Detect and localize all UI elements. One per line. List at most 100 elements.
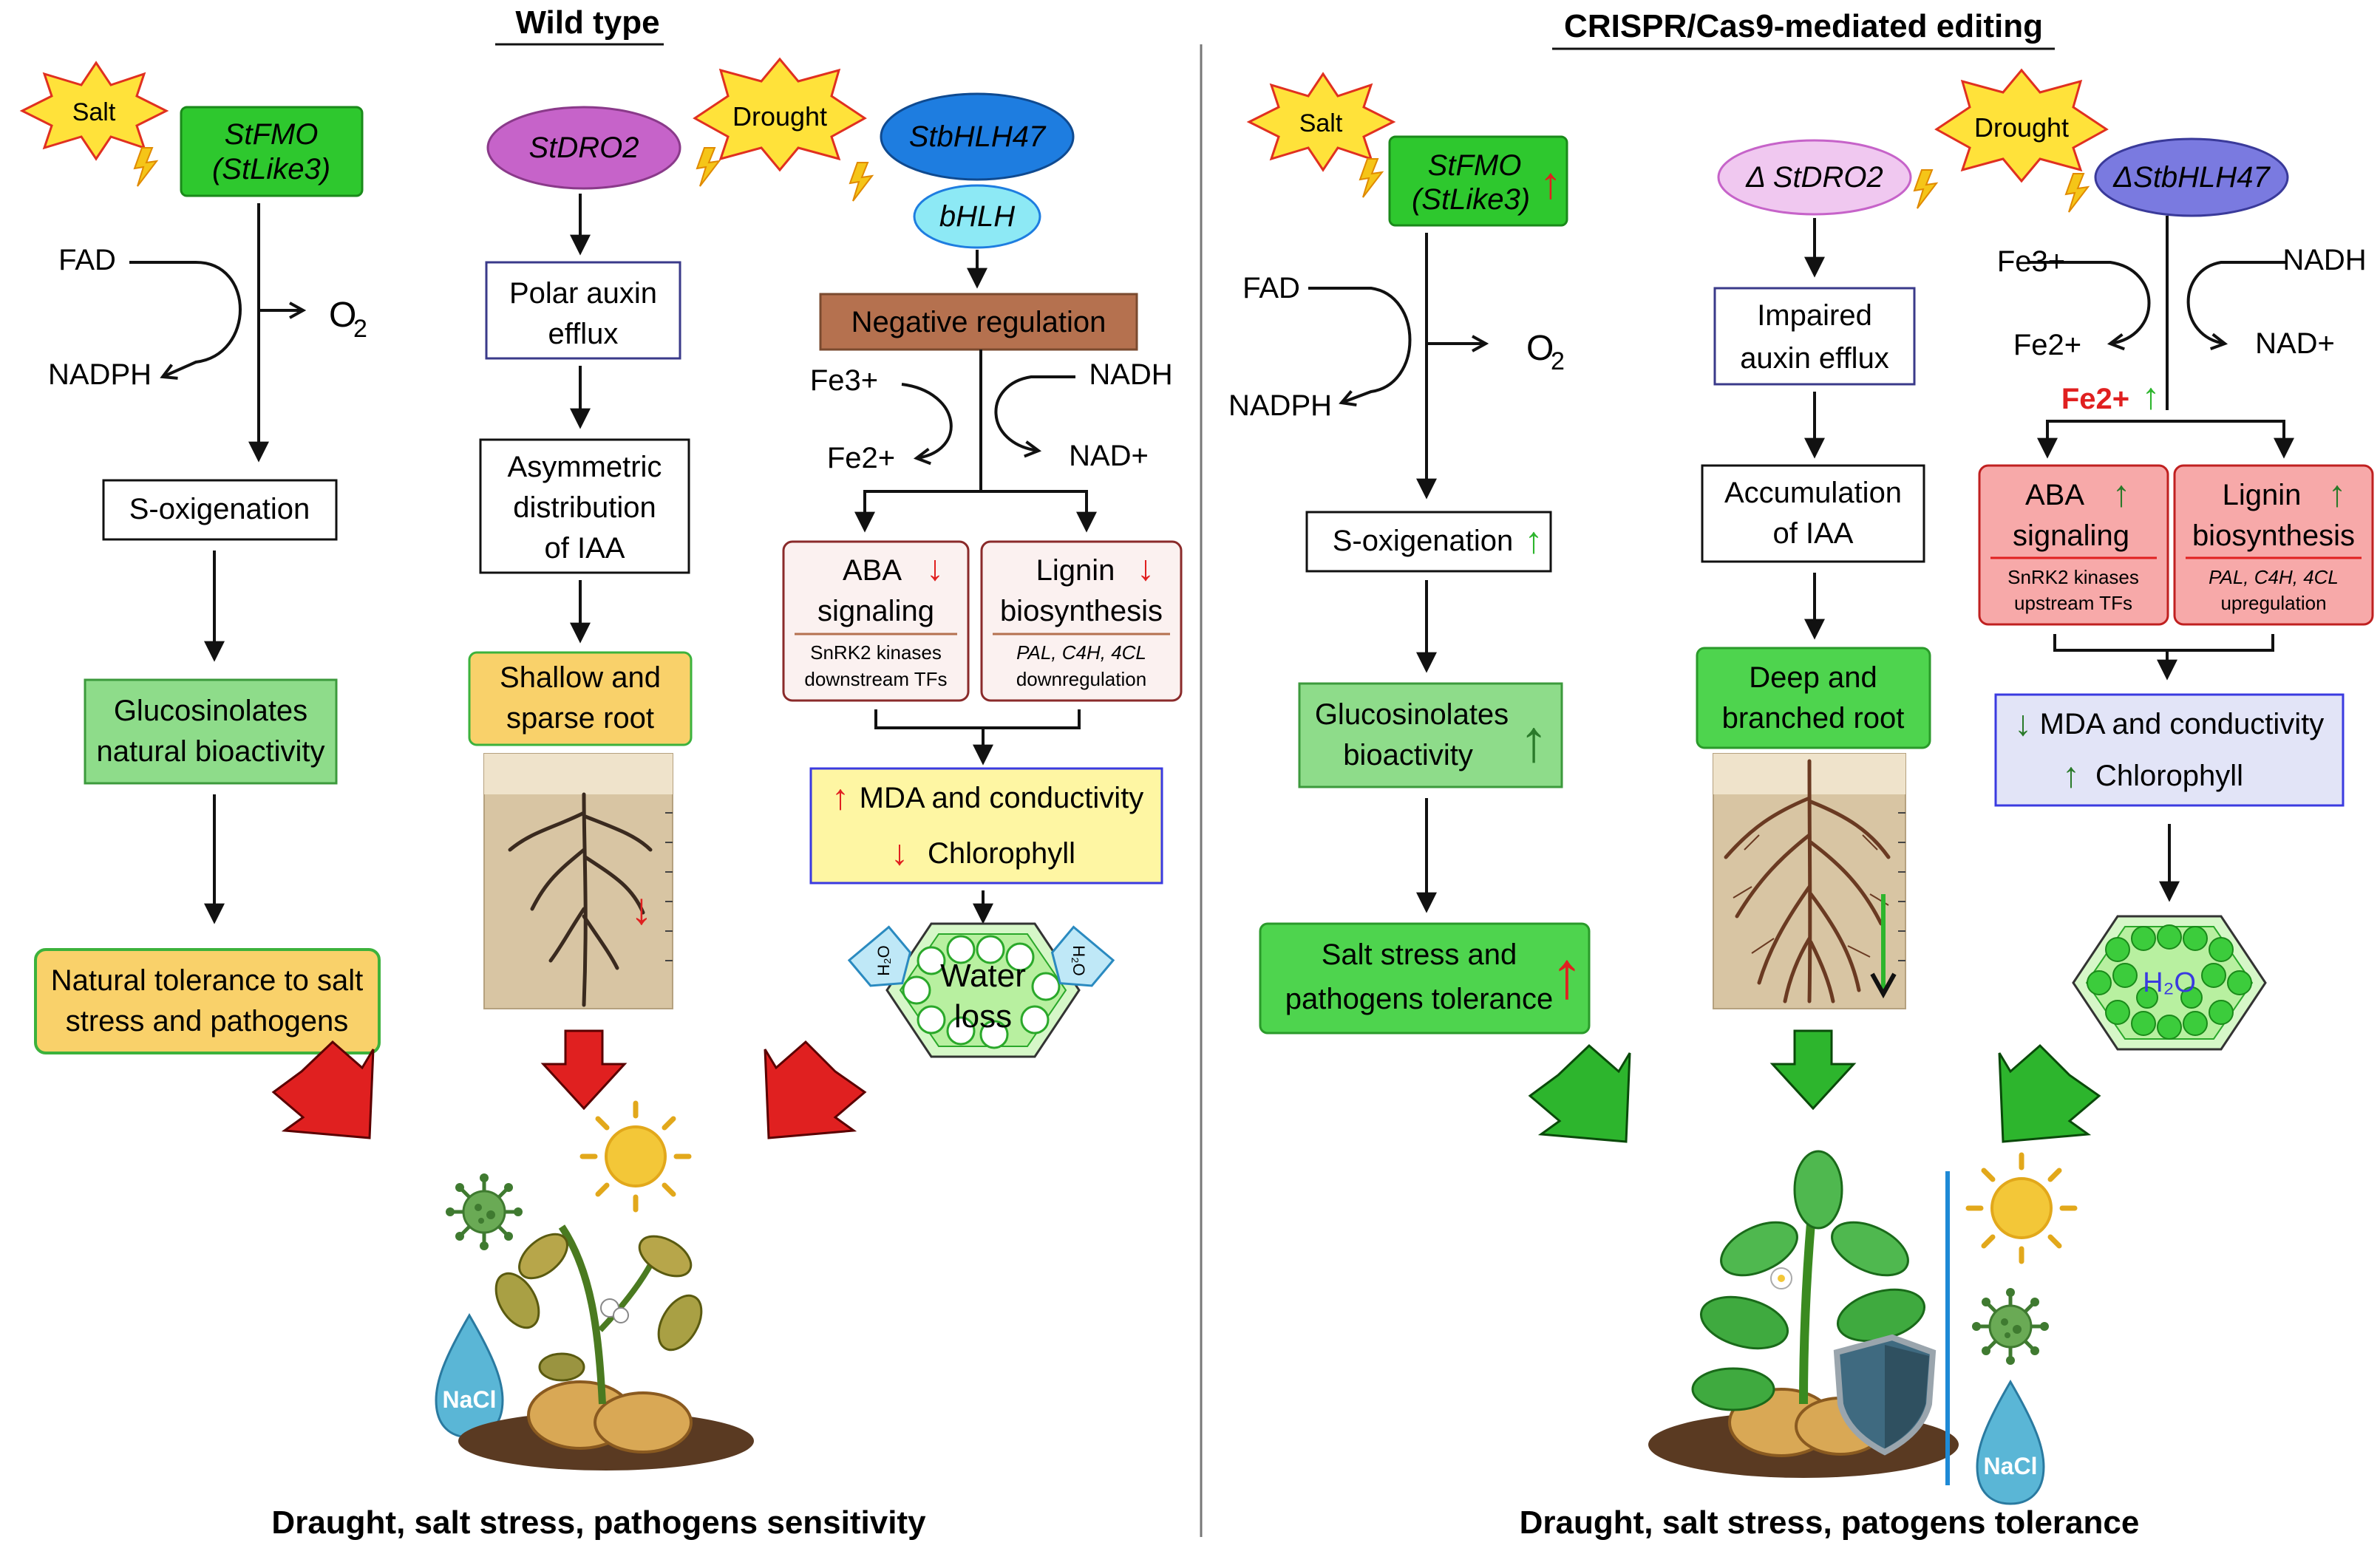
- svg-text:natural bioactivity: natural bioactivity: [96, 735, 324, 768]
- svg-text:PAL, C4H, 4CL: PAL, C4H, 4CL: [2209, 566, 2339, 588]
- sun-icon: [1968, 1155, 2075, 1261]
- ko-o2-label: O: [1526, 329, 1554, 368]
- wt-asymmetric: Asymmetric: [508, 451, 662, 483]
- ko-title: CRISPR/Cas9-mediated editing: [1564, 8, 2043, 44]
- wt-salt-burst: Salt: [19, 61, 169, 161]
- ko-aba-label: ABA: [2025, 479, 2084, 511]
- ko-salt-burst: Salt: [1246, 72, 1396, 172]
- svg-text:downregulation: downregulation: [1016, 668, 1146, 690]
- wt-water-label: Water: [940, 958, 1026, 994]
- virus-icon: [1972, 1288, 2049, 1365]
- svg-text:pathogens tolerance: pathogens tolerance: [1285, 983, 1554, 1015]
- ko-mda-label: MDA and conductivity: [2040, 708, 2325, 740]
- wt-natural-tolerance: Natural tolerance to salt: [51, 964, 363, 997]
- svg-text:bioactivity: bioactivity: [1343, 739, 1473, 771]
- ko-stbhlh47-label: ΔStbHLH47: [2112, 161, 2271, 194]
- ko-drought-label: Drought: [1974, 112, 2069, 143]
- svg-text:2: 2: [1551, 347, 1565, 375]
- ko-nacl-drop: NaCl: [1976, 1380, 2045, 1505]
- wt-nad-label: NAD+: [1069, 440, 1149, 472]
- ko-tolerance-label: Salt stress and: [1322, 938, 1517, 971]
- wt-stlike3-label: (StLike3): [212, 153, 330, 185]
- wt-mda-label: MDA and conductivity: [860, 782, 1144, 814]
- ko-healthy-cell: H₂O: [2072, 915, 2267, 1051]
- ko-drought-burst: Drought: [1934, 68, 2109, 183]
- ko-fad-label: FAD: [1242, 272, 1300, 304]
- svg-text:of IAA: of IAA: [545, 532, 625, 565]
- ko-green-arrow-center: [1769, 1029, 1857, 1111]
- lightning-icon: [1914, 169, 1937, 209]
- svg-text:↑: ↑: [2142, 375, 2160, 417]
- ko-root-image: [1713, 753, 1906, 1009]
- ko-fe2-up-label: Fe2+: [2061, 383, 2129, 415]
- ko-nad-label: NAD+: [2255, 327, 2335, 360]
- ko-deep-root: Deep and: [1749, 661, 1877, 694]
- ko-s-oxigenation: S-oxigenation: [1333, 525, 1514, 557]
- ko-nacl-label: NaCl: [1984, 1453, 2038, 1479]
- wt-red-arrow-right: [764, 1040, 867, 1139]
- svg-text:↓: ↓: [1137, 549, 1155, 588]
- ko-nadh-label: NADH: [2282, 244, 2366, 276]
- wt-bhlh-domain: bHLH: [939, 200, 1015, 233]
- wt-shallow-root: Shallow and: [500, 661, 661, 694]
- wt-drought-label: Drought: [732, 101, 827, 132]
- lightning-icon: [849, 162, 873, 202]
- ko-fe3-label: Fe3+: [1997, 245, 2065, 278]
- wt-stdro2-label: StDRO2: [529, 132, 639, 164]
- wt-stfmo-label: StFMO: [225, 118, 319, 151]
- ko-stdro2-label: Δ StDRO2: [1745, 161, 1883, 194]
- wt-stbhlh47-label: StbHLH47: [909, 120, 1047, 153]
- svg-text:↑: ↑: [832, 778, 849, 817]
- wt-red-arrow-center: [540, 1029, 628, 1111]
- wt-title: Wild type: [515, 4, 659, 41]
- svg-text:biosynthesis: biosynthesis: [1000, 595, 1163, 627]
- sun-icon: [582, 1103, 689, 1210]
- wt-nacl-drop: NaCl: [435, 1313, 504, 1439]
- wt-fad-label: FAD: [58, 244, 116, 276]
- ko-lignin-label: Lignin: [2223, 479, 2302, 511]
- wt-glucosinolates: Glucosinolates: [114, 695, 307, 727]
- svg-text:↑: ↑: [2062, 756, 2080, 795]
- ko-nadph-label: NADPH: [1228, 389, 1332, 422]
- svg-text:downstream TFs: downstream TFs: [804, 668, 947, 690]
- svg-text:↑: ↑: [1525, 519, 1543, 561]
- wt-red-arrow-left: [271, 1040, 375, 1139]
- ko-green-arrow-right: [1998, 1043, 2101, 1143]
- svg-text:↓: ↓: [891, 834, 908, 873]
- wt-salt-label: Salt: [72, 98, 116, 126]
- svg-text:distribution: distribution: [513, 491, 656, 524]
- svg-text:biosynthesis: biosynthesis: [2192, 519, 2355, 552]
- ko-green-arrow-left: [1528, 1043, 1631, 1143]
- lightning-icon: [696, 147, 720, 187]
- ko-glucosinolates: Glucosinolates: [1315, 698, 1509, 731]
- svg-text:↑: ↑: [1519, 708, 1548, 774]
- svg-text:of IAA: of IAA: [1773, 517, 1854, 550]
- svg-text:↑: ↑: [1551, 938, 1584, 1012]
- ko-impaired-auxin: Impaired: [1757, 299, 1872, 332]
- wt-nadh-label: NADH: [1089, 358, 1172, 391]
- svg-text:SnRK2 kinases: SnRK2 kinases: [810, 641, 942, 664]
- wt-drought-burst: Drought: [693, 57, 867, 172]
- svg-text:H₂O: H₂O: [1070, 945, 1088, 976]
- svg-text:auxin efflux: auxin efflux: [1740, 342, 1889, 375]
- wt-fe3-label: Fe3+: [810, 364, 878, 397]
- svg-text:SnRK2 kinases: SnRK2 kinases: [2007, 566, 2139, 588]
- ko-salt-label: Salt: [1299, 109, 1343, 137]
- ko-outcome-label: Draught, salt stress, patogens tolerance: [1520, 1504, 2140, 1541]
- wt-chlorophyll-label: Chlorophyll: [928, 837, 1075, 870]
- wt-lignin-label: Lignin: [1036, 554, 1115, 587]
- svg-text:loss: loss: [954, 998, 1012, 1035]
- svg-text:↓: ↓: [926, 549, 944, 588]
- ko-h2o-label: H₂O: [2143, 967, 2196, 998]
- ko-accumulation-iaa: Accumulation: [1724, 477, 1902, 509]
- wt-outcome-label: Draught, salt stress, pathogens sensitiv…: [271, 1504, 926, 1541]
- lightning-icon: [134, 147, 157, 187]
- svg-text:upregulation: upregulation: [2220, 592, 2326, 614]
- svg-text:↓: ↓: [2014, 704, 2032, 743]
- wt-nacl-label: NaCl: [443, 1386, 497, 1413]
- virus-icon: [446, 1173, 523, 1250]
- wt-aba-label: ABA: [843, 554, 902, 587]
- lightning-icon: [1359, 158, 1383, 198]
- wt-water-loss-cell: Water loss: [885, 922, 1081, 1058]
